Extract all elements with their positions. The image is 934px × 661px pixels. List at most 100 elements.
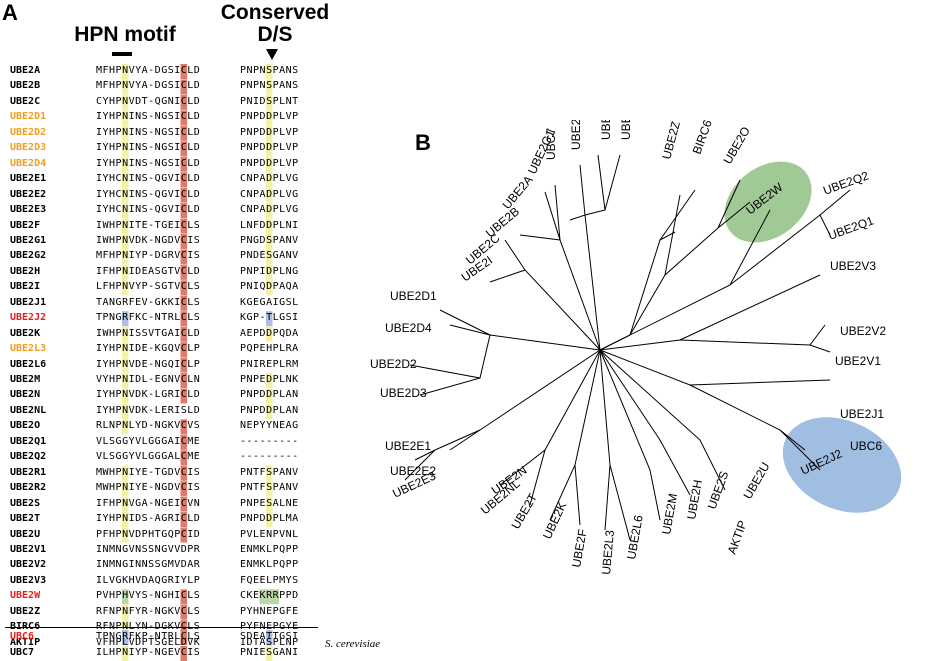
conserved-arrow-icon bbox=[266, 49, 278, 60]
residue-highlight bbox=[122, 357, 129, 373]
conserved-sequence: KGEGAIGSL bbox=[240, 296, 299, 308]
residue-highlight bbox=[180, 388, 187, 404]
gene-name: UBE2J1 bbox=[10, 296, 47, 308]
residue-highlight bbox=[180, 419, 187, 435]
conserved-sequence: PNPDDPLVP bbox=[240, 126, 299, 138]
conserved-sequence: ENMKLPQPP bbox=[240, 543, 299, 555]
residue-highlight bbox=[122, 465, 129, 481]
gene-name: UBE2V1 bbox=[10, 543, 47, 555]
tree-leaf-label: UBE2R1 bbox=[619, 120, 633, 140]
conserved-sequence: IDTASPLNP bbox=[240, 636, 299, 648]
gene-name: UBE2E2 bbox=[10, 188, 47, 200]
residue-highlight bbox=[266, 630, 273, 645]
residue-highlight bbox=[180, 233, 187, 249]
residue-highlight bbox=[266, 94, 273, 110]
residue-highlight bbox=[122, 419, 129, 435]
motif-sequence: IWHPNITE-TGEICLS bbox=[96, 219, 201, 231]
residue-highlight bbox=[180, 141, 187, 157]
tree-leaf-label: UBC6 bbox=[850, 439, 882, 453]
conserved-sequence: ENMKLPQPP bbox=[240, 559, 299, 571]
tree-leaf-label: UBE2H bbox=[684, 479, 705, 521]
motif-sequence: MFHPNVYA-DGSICLD bbox=[96, 80, 201, 92]
conserved-sequence: PNIESGANI bbox=[240, 647, 299, 658]
residue-highlight bbox=[180, 481, 187, 497]
residue-highlight bbox=[266, 589, 273, 605]
residue-highlight bbox=[266, 264, 273, 280]
tree-leaf-label: AKTIP bbox=[725, 519, 750, 556]
residue-highlight bbox=[122, 481, 129, 497]
gene-name: AKTIP bbox=[10, 636, 41, 648]
gene-name: UBC6 bbox=[10, 631, 35, 642]
gene-name: UBE2E3 bbox=[10, 204, 47, 216]
motif-sequence: IYHPNIDS-AGRICLD bbox=[96, 513, 201, 525]
tree-leaf-label: UBE2U bbox=[740, 460, 772, 502]
gene-name: UBE2W bbox=[10, 590, 41, 602]
residue-highlight bbox=[180, 249, 187, 265]
motif-sequence: IYHCNINS-QGVICLD bbox=[96, 173, 201, 185]
phylogenetic-tree: UBE2OBIRC6UBE2ZUBE2R1UBE2R2UBE2G2UBC7UBE… bbox=[370, 120, 902, 575]
residue-highlight bbox=[266, 326, 273, 342]
tree-leaf-label: UBE2G2 bbox=[569, 120, 583, 150]
gene-name: UBE2G2 bbox=[10, 250, 47, 262]
residue-highlight bbox=[266, 465, 273, 481]
motif-sequence: TANGRFEV-GKKICLS bbox=[96, 296, 201, 308]
conserved-sequence: PNGDSPANV bbox=[240, 234, 299, 246]
hpn-motif-header: HPN motif bbox=[74, 23, 176, 46]
residue-highlight bbox=[122, 156, 129, 172]
residue-highlight bbox=[122, 203, 129, 219]
gene-name: UBE2NL bbox=[10, 404, 47, 416]
conserved-sequence: PNPDDPLVP bbox=[240, 157, 299, 169]
motif-sequence: MFHPNVYA-DGSICLD bbox=[96, 65, 201, 76]
residue-highlight bbox=[266, 203, 273, 219]
motif-sequence: TPNGRFKP-NTRLCLS bbox=[96, 631, 201, 642]
residue-highlight bbox=[180, 280, 187, 296]
gene-name: BIRC6 bbox=[10, 621, 41, 633]
tree-leaf-label: UBE2M bbox=[659, 492, 680, 535]
residue-highlight bbox=[122, 280, 129, 296]
gene-name: UBE2J2 bbox=[10, 312, 47, 324]
gene-name: UBE2I bbox=[10, 281, 41, 293]
conserved-sequence: PNPNSPANS bbox=[240, 80, 299, 92]
gene-name: UBE2T bbox=[10, 513, 41, 525]
tree-leaf-label: UBC7 bbox=[544, 128, 558, 160]
residue-highlight bbox=[180, 125, 187, 141]
residue-highlight bbox=[122, 125, 129, 141]
residue-highlight bbox=[180, 110, 187, 126]
residue-highlight bbox=[266, 79, 273, 95]
hpn-motif-bar bbox=[112, 52, 132, 56]
residue-highlight bbox=[122, 79, 129, 95]
yeast-divider bbox=[5, 627, 318, 628]
residue-highlight bbox=[180, 156, 187, 172]
residue-highlight bbox=[266, 403, 273, 419]
tree-leaf-label: UBE2D2 bbox=[370, 357, 417, 371]
panel-b-letter: B bbox=[415, 130, 431, 155]
gene-name: UBE2D2 bbox=[10, 126, 47, 138]
gene-name: UBE2L3 bbox=[10, 343, 47, 355]
tree-leaf-label: BIRC6 bbox=[690, 120, 715, 156]
motif-sequence: RFNPNFYR-NGKVCLS bbox=[96, 605, 201, 617]
residue-highlight bbox=[266, 280, 273, 296]
tree-leaf-label: UBE2R2 bbox=[599, 120, 613, 140]
conserved-sequence: PNIDSPLNT bbox=[240, 95, 299, 107]
residue-highlight bbox=[180, 630, 187, 645]
conserved-sequence: PNPIDPLNG bbox=[240, 265, 299, 277]
conserved-sequence: PYHNEPGFE bbox=[240, 605, 299, 617]
conserved-sequence: PNTFSPANV bbox=[240, 466, 299, 478]
residue-highlight bbox=[122, 512, 129, 528]
alignment-row: UBE2J1 TANGRFEV-GKKICLS KGEGAIGSL bbox=[10, 295, 310, 311]
